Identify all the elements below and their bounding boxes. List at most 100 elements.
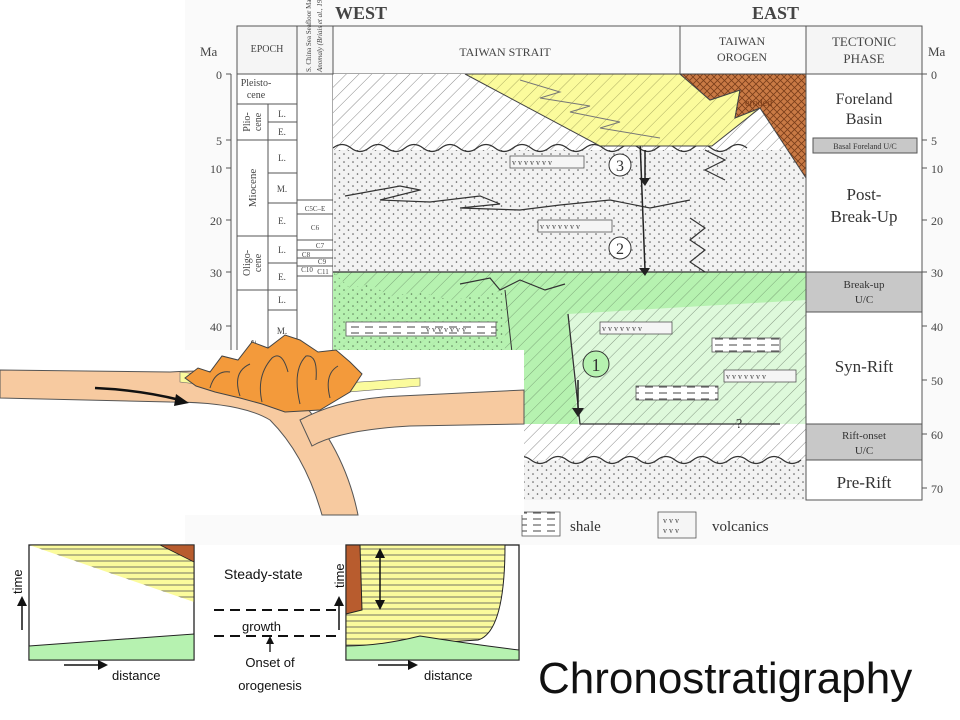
- left-green-base: [28, 633, 195, 661]
- tongue-upper: [344, 185, 561, 211]
- left-age-ticks: [226, 73, 231, 327]
- anomaly-column: [296, 73, 334, 375]
- volcanic-box-1: [509, 155, 585, 169]
- age-tick-right-50: 50: [931, 374, 943, 388]
- taiwan-strait-header: TAIWAN STRAIT: [459, 45, 551, 59]
- onset-label-2: orogenesis: [238, 678, 302, 693]
- tectonic-phase-header-1: TECTONIC: [832, 34, 896, 49]
- stage-2-circle: [608, 236, 632, 260]
- anomaly-c11: C11: [317, 268, 329, 276]
- taiwan-orogen-header-1: TAIWAN: [719, 34, 766, 48]
- left-time-label: time: [10, 569, 25, 594]
- right-green-base: [345, 635, 520, 661]
- phase-post-breakup-1: Post-: [847, 185, 882, 204]
- anomaly-c10: C10: [301, 266, 313, 274]
- basal-foreland-unconformity: [332, 143, 748, 153]
- stage-3-label: 3: [616, 158, 624, 175]
- subduction-arrow-head: [174, 394, 189, 406]
- anomaly-c7: C7: [316, 242, 325, 250]
- age-tick-right-0: 0: [931, 68, 937, 82]
- age-tick-right-60: 60: [931, 428, 943, 442]
- subepoch-plio-early: E.: [278, 127, 286, 137]
- age-tick-right-70: 70: [931, 482, 943, 496]
- anomaly-c8: C8: [302, 251, 311, 259]
- synrift-wavy-top: [459, 277, 566, 291]
- age-tick-right-5: 5: [931, 134, 937, 148]
- volcanics-legend-swatch: [657, 511, 697, 539]
- right-distance-label: distance: [424, 668, 472, 683]
- age-tick-right-40: 40: [931, 320, 943, 334]
- age-tick-left-30: 30: [210, 266, 222, 280]
- epoch-plio-1: Plio-: [242, 112, 253, 131]
- age-tick-left-20: 20: [210, 214, 222, 228]
- phase-prerift: Pre-Rift: [837, 473, 892, 492]
- subepoch-oligo-early: E.: [278, 272, 286, 282]
- stage-3-circle: [608, 153, 632, 177]
- age-tick-right-30: 30: [931, 266, 943, 280]
- phase-rift-onset-2: U/C: [855, 445, 873, 457]
- anomaly-header-line1: S. China Sea Seafloor Magnetic: [305, 0, 313, 72]
- taiwan-orogen-header-2: OROGEN: [717, 50, 767, 64]
- eroded-label: eroded: [745, 98, 772, 109]
- phase-foreland-2: Basin: [846, 111, 882, 128]
- foreland-wedge-zigzag: [519, 79, 661, 139]
- age-tick-right-20: 20: [931, 214, 943, 228]
- epoch-miocene: Miocene: [247, 169, 259, 208]
- shale-legend-label: shale: [570, 519, 601, 535]
- growth-label: growth: [242, 619, 281, 634]
- zigzag-fault-2: [688, 217, 707, 273]
- zigzag-fault-3: [703, 149, 727, 181]
- volcanics-legend-glyph-1: v v v: [663, 516, 679, 525]
- phase-basal-uc: Basal Foreland U/C: [833, 142, 897, 151]
- east-label: EAST: [752, 3, 799, 23]
- phase-synrift: Syn-Rift: [835, 357, 894, 376]
- right-age-ticks: [922, 73, 927, 489]
- onset-label-1: Onset of: [245, 655, 295, 670]
- epoch-oligo-2: cene: [253, 253, 264, 272]
- question-mark: ?: [736, 417, 742, 432]
- steady-state-label: Steady-state: [224, 566, 303, 582]
- left-brown-wedge: [159, 544, 195, 563]
- epoch-pleisto-1: Pleisto-: [241, 78, 272, 89]
- anomaly-header-line2: Anomaly (Briais et al., 1993): [316, 0, 324, 73]
- left-distance-label: distance: [112, 668, 160, 683]
- right-brown-strip: [345, 544, 363, 615]
- fault-arrow-2-head: [639, 268, 650, 276]
- anomaly-c5c-e: C5C–E: [305, 205, 326, 213]
- phase-foreland-1: Foreland: [836, 91, 893, 108]
- shale-box-center: [635, 385, 719, 401]
- phase-breakup-uc-2: U/C: [855, 294, 873, 306]
- volcanic-box-4: [599, 321, 673, 335]
- graben-outline: [567, 313, 780, 425]
- age-tick-left-5: 5: [216, 134, 222, 148]
- right-yellow-fill: [345, 544, 506, 653]
- volcanic-marks-2: v v v v v v v: [540, 222, 580, 231]
- shale-volcanic-box-west: [345, 321, 497, 337]
- slide-title: Chronostratigraphy: [538, 654, 912, 703]
- stage-1-label: 1: [592, 355, 601, 375]
- subepoch-eo-late: L.: [278, 295, 286, 305]
- subepoch-mio-late: L.: [278, 153, 286, 163]
- phase-rift-onset-1: Rift-onset: [842, 430, 886, 442]
- west-label: WEST: [335, 3, 387, 23]
- subduction-arrow-line: [94, 386, 181, 402]
- volcanics-legend-label: volcanics: [712, 519, 769, 535]
- age-tick-left-10: 10: [210, 162, 222, 176]
- age-tick-left-0: 0: [216, 68, 222, 82]
- phase-post-breakup-2: Break-Up: [830, 207, 897, 226]
- age-tick-right-10: 10: [931, 162, 943, 176]
- fault-arrow-1-head: [572, 408, 584, 417]
- epoch-oligo-1: Oligo-: [242, 250, 253, 276]
- anomaly-header-box: [296, 25, 334, 75]
- tongue-upper-east: [559, 199, 691, 209]
- age-tick-left-40: 40: [210, 320, 222, 334]
- orogen-cartoon: [0, 334, 525, 516]
- fault-arrow-3-head: [639, 178, 650, 186]
- volcanic-marks-3: v v v v v v v: [426, 325, 466, 334]
- shale-box-east: [711, 337, 781, 353]
- phase-breakup-uc-1: Break-up: [844, 279, 885, 291]
- subepoch-plio-late: L.: [278, 109, 286, 119]
- epoch-header-box: [236, 25, 298, 75]
- volcanic-marks-5: v v v v v v v: [726, 372, 766, 381]
- tectonic-phase-header-2: PHASE: [843, 51, 884, 66]
